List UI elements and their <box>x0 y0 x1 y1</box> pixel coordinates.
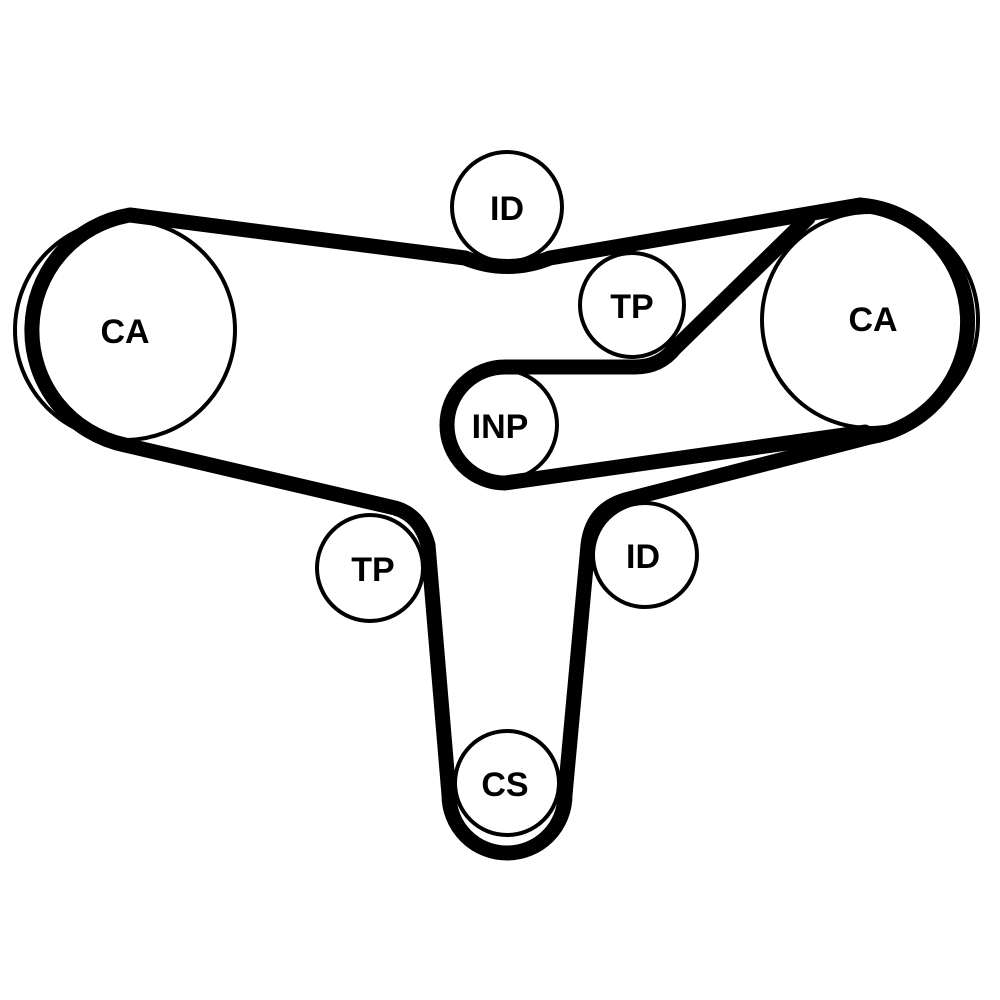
pulley-label: TP <box>351 551 394 589</box>
pulley-tp-upper: TP <box>578 251 686 359</box>
pulley-label: ID <box>626 538 660 576</box>
pulley-label: CS <box>481 766 528 804</box>
belt-main-loop <box>24 197 976 861</box>
pulley-cs: CS <box>453 729 561 837</box>
pulley-tp-lower: TP <box>315 513 425 623</box>
pulley-label: CA <box>848 301 897 339</box>
pulley-label: ID <box>490 190 524 228</box>
pulley-label: TP <box>610 288 653 326</box>
pulley-label: CA <box>100 313 149 351</box>
pulley-label: INP <box>472 408 529 446</box>
pulley-ca-right: CA <box>760 210 980 430</box>
pulley-ca-left: CA <box>13 218 237 442</box>
pulley-id-top: ID <box>450 150 564 264</box>
pulley-id-lower: ID <box>591 501 699 609</box>
belt-inner-loop <box>439 210 873 491</box>
